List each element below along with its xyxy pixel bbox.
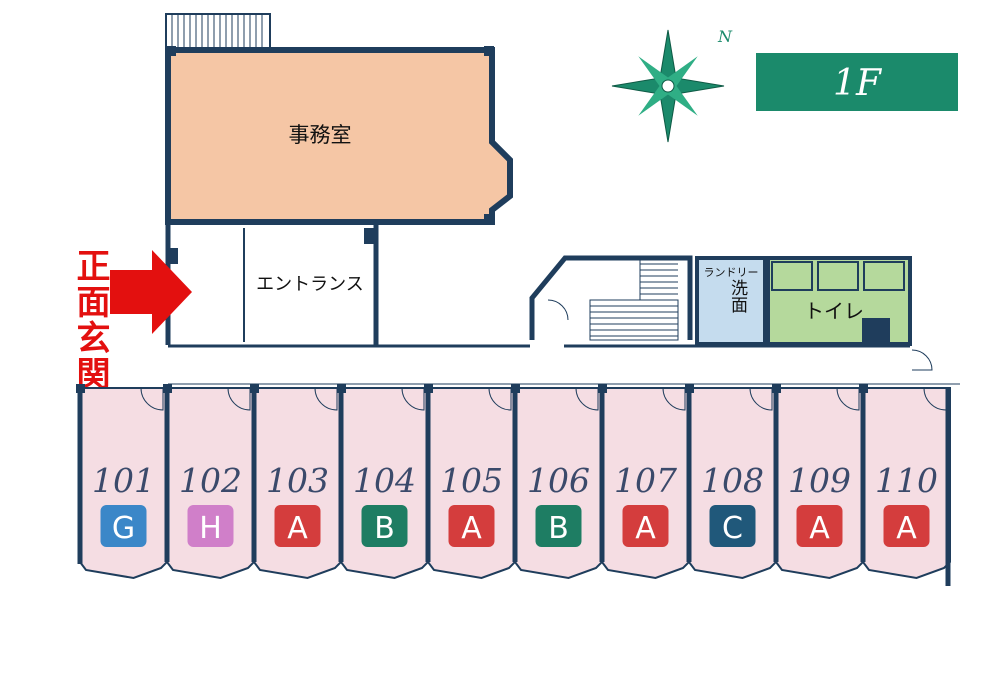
wall-column <box>859 384 868 393</box>
unit-type-letter: A <box>635 511 656 546</box>
unit-type-badge <box>274 505 321 547</box>
unit-type-letter: C <box>722 511 743 546</box>
unit-number: 101 <box>92 461 155 500</box>
unit-number: 110 <box>875 461 938 500</box>
door-swing <box>836 387 860 411</box>
floor-label: 1F <box>833 63 883 104</box>
top-stairs <box>165 13 271 49</box>
unit-type-badge <box>883 505 930 547</box>
unit-type-letter: A <box>809 511 830 546</box>
door-swing <box>575 387 599 411</box>
unit-type-badge <box>448 505 495 547</box>
entrance-arrow-icon <box>110 250 192 334</box>
door-swing <box>749 387 773 411</box>
wall-column <box>511 384 520 393</box>
unit-type-badge <box>361 505 408 547</box>
door-swing <box>140 387 164 411</box>
unit-type-letter: A <box>896 511 917 546</box>
wall-column <box>598 384 607 393</box>
wall-column <box>424 384 433 393</box>
unit-number: 103 <box>266 461 329 500</box>
door-swing <box>314 387 338 411</box>
unit-number: 107 <box>614 461 677 500</box>
compass-rose-icon: N <box>611 27 733 143</box>
unit-type-letter: B <box>548 511 569 546</box>
unit-type-letter: A <box>461 511 482 546</box>
entrance-label: エントランス <box>256 274 364 295</box>
stair-well <box>529 255 693 341</box>
door-swing <box>662 387 686 411</box>
door-swing <box>401 387 425 411</box>
unit-type-badge <box>187 505 234 547</box>
unit-number: 109 <box>788 461 851 500</box>
unit-type-badge <box>535 505 582 547</box>
door-swing <box>227 387 251 411</box>
front-entrance-label: 正面玄関 <box>70 248 110 392</box>
office-label: 事務室 <box>289 123 352 147</box>
wall-column <box>163 384 172 393</box>
front-entrance-marker: 正面玄関 <box>70 248 192 392</box>
corridor <box>168 344 960 385</box>
office-room: 事務室 <box>165 46 513 225</box>
unit-type-letter: B <box>374 511 395 546</box>
toilet-room: トイレ <box>766 256 912 346</box>
unit-type-letter: G <box>112 511 135 546</box>
wall-column <box>685 384 694 393</box>
washroom-label: 洗面 <box>727 279 748 313</box>
side-exit-door <box>911 349 933 371</box>
unit-number: 108 <box>701 461 764 500</box>
toilet-label: トイレ <box>804 299 864 323</box>
wall-column <box>250 384 259 393</box>
wall-column <box>337 384 346 393</box>
unit-type-badge <box>100 505 147 547</box>
unit-type-badge <box>622 505 669 547</box>
unit-number: 102 <box>179 461 242 500</box>
unit-number: 106 <box>527 461 590 500</box>
unit-number: 104 <box>353 461 416 500</box>
entrance-hall: エントランス <box>165 219 379 345</box>
laundry-room: ランドリー 洗面 <box>695 256 767 346</box>
unit-number: 105 <box>440 461 503 500</box>
door-swing <box>488 387 512 411</box>
compass-north-letter: N <box>717 27 733 46</box>
unit-type-badge <box>709 505 756 547</box>
floor-badge: 1F <box>756 53 958 111</box>
unit-type-letter: H <box>199 511 222 546</box>
laundry-label: ランドリー <box>704 266 759 279</box>
wall-column <box>772 384 781 393</box>
unit-type-letter: A <box>287 511 308 546</box>
unit-type-badge <box>796 505 843 547</box>
